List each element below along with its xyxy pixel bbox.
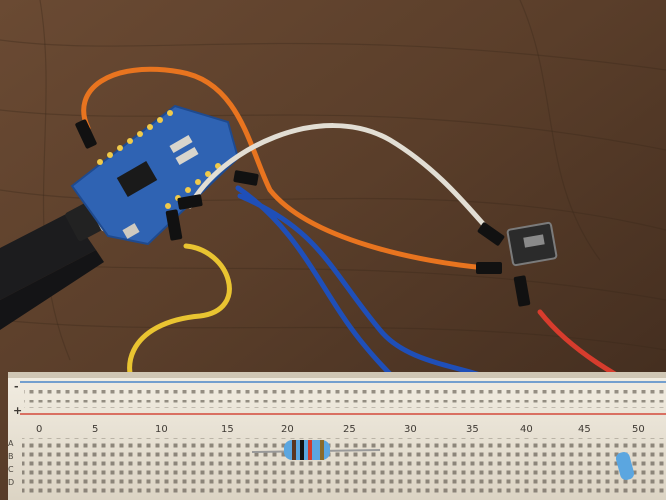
column-number: 35 bbox=[466, 424, 479, 435]
rail-marker-plus: + bbox=[13, 404, 22, 417]
column-number: 0 bbox=[36, 424, 42, 435]
breadboard: - + 0 5 10 15 20 25 30 35 40 45 50 A B C… bbox=[8, 372, 666, 500]
row-letter: D bbox=[8, 478, 14, 487]
microcontroller-board bbox=[70, 104, 240, 246]
column-number: 40 bbox=[520, 424, 533, 435]
header-pins bbox=[97, 110, 221, 209]
resistor-icon bbox=[251, 440, 381, 460]
reset-button bbox=[122, 223, 140, 239]
slide-switch-icon bbox=[506, 221, 558, 267]
row-letters: A B C D bbox=[8, 439, 14, 487]
column-number: 30 bbox=[404, 424, 417, 435]
column-number: 15 bbox=[221, 424, 234, 435]
orange-wire bbox=[81, 66, 489, 271]
row-letter: C bbox=[8, 465, 14, 474]
column-number: 20 bbox=[281, 424, 294, 435]
column-number: 45 bbox=[578, 424, 591, 435]
row-letter: A bbox=[8, 439, 14, 448]
column-number: 5 bbox=[92, 424, 98, 435]
column-numbers: 0 5 10 15 20 25 30 35 40 45 50 bbox=[36, 424, 645, 435]
resistor-icon-right bbox=[615, 452, 635, 480]
rail-marker-minus: - bbox=[14, 380, 19, 393]
column-number: 10 bbox=[155, 424, 168, 435]
row-letter: B bbox=[8, 452, 14, 461]
column-number: 25 bbox=[343, 424, 356, 435]
chip-icon bbox=[116, 160, 158, 198]
white-wire bbox=[187, 123, 497, 239]
column-number: 50 bbox=[632, 424, 645, 435]
